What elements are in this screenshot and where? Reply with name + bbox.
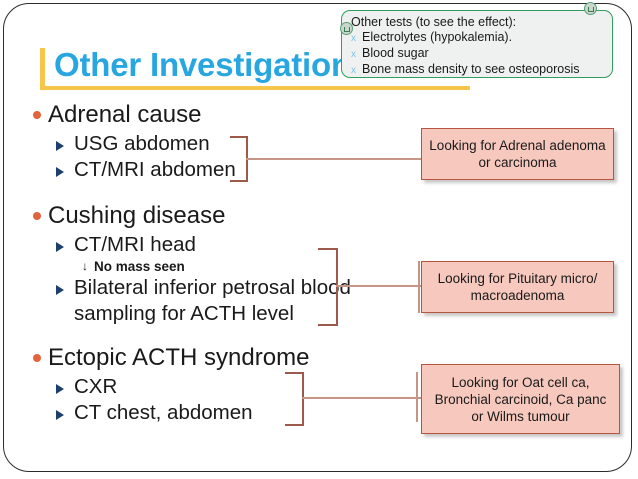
bracket-connector-pituitary	[318, 248, 422, 326]
bracket-end-bar	[416, 372, 418, 422]
callout-x-marker-icon: x	[351, 49, 356, 60]
callout-resize-handle-right-icon[interactable]	[584, 2, 597, 15]
title-accent-vertical	[40, 48, 45, 88]
annotation-box-ectopic: Looking for Oat cell ca, Bronchial carci…	[421, 364, 620, 434]
bracket-bottom-arm	[285, 424, 304, 426]
callout-resize-handle-left-icon[interactable]	[340, 22, 353, 35]
annotation-box-pituitary: Looking for Pituitary micro/ macroadenom…	[421, 261, 614, 313]
group-cushing: Cushing disease CT/MRI head ↓ No mass se…	[26, 201, 356, 327]
callout-item: x Blood sugar	[351, 46, 606, 62]
bracket-lead-line	[246, 158, 422, 161]
sub-note-label: No mass seen	[94, 259, 185, 274]
bracket-bottom-arm	[230, 180, 248, 182]
triangle-bullet-icon	[56, 131, 74, 151]
sub-note-row: ↓ No mass seen	[82, 258, 356, 275]
list-item-label: Bilateral inferior petrosal blood sampli…	[74, 276, 351, 325]
list-item-label: CT/MRI abdomen	[74, 158, 236, 181]
triangle-bullet-icon	[56, 157, 74, 177]
list-item: CT/MRI abdomen	[56, 157, 356, 183]
group-heading-row: Adrenal cause	[26, 100, 356, 130]
title-accent-horizontal	[40, 86, 470, 90]
bracket-connector-ectopic	[285, 372, 422, 426]
bracket-bottom-arm	[318, 324, 338, 326]
callout-item: x Bone mass density to see osteoporosis	[351, 62, 606, 78]
bullet-dot-icon	[26, 100, 48, 119]
list-item-label: CT/MRI head	[74, 233, 196, 256]
bracket-top-arm	[285, 372, 304, 374]
content-bullet-list: Adrenal cause USG abdomen CT/MRI abdomen…	[26, 100, 356, 426]
bracket-connector-adrenal	[230, 136, 422, 182]
group-adrenal: Adrenal cause USG abdomen CT/MRI abdomen	[26, 100, 356, 183]
list-item-label: CT chest, abdomen	[74, 401, 253, 424]
callout-heading: Other tests (to see the effect):	[351, 15, 517, 29]
bracket-lead-line	[302, 397, 422, 400]
callout-item-label: Blood sugar	[362, 46, 429, 60]
list-item: CT chest, abdomen	[56, 400, 356, 426]
bullet-dot-icon	[26, 343, 48, 362]
callout-item: x Electrolytes (hypokalemia).	[351, 30, 606, 46]
bracket-lead-line	[336, 285, 422, 288]
callout-x-marker-icon: x	[351, 33, 356, 44]
list-item: CT/MRI head	[56, 232, 356, 258]
group-heading-row: Cushing disease	[26, 201, 356, 231]
callout-item-label: Electrolytes (hypokalemia).	[362, 30, 513, 44]
bracket-top-arm	[318, 248, 338, 250]
list-item-label: CXR	[74, 375, 118, 398]
triangle-bullet-icon	[56, 232, 74, 252]
annotation-box-adrenal: Looking for Adrenal adenoma or carcinoma	[421, 128, 614, 180]
group-spacer	[26, 183, 356, 201]
list-item-label: USG abdomen	[74, 132, 210, 155]
group-heading-label: Cushing disease	[48, 202, 226, 229]
bullet-dot-icon	[26, 201, 48, 220]
list-item: USG abdomen	[56, 131, 356, 157]
callout-x-marker-icon: x	[351, 65, 356, 76]
list-item: CXR	[56, 374, 356, 400]
group-heading-label: Ectopic ACTH syndrome	[48, 344, 310, 371]
group-heading-row: Ectopic ACTH syndrome	[26, 343, 356, 373]
page-title: Other Investigations	[54, 46, 370, 83]
triangle-bullet-icon	[56, 400, 74, 420]
list-item: Bilateral inferior petrosal blood sampli…	[56, 275, 356, 327]
group-spacer	[26, 327, 356, 343]
other-tests-callout: Other tests (to see the effect): x Elect…	[341, 10, 613, 78]
group-ectopic: Ectopic ACTH syndrome CXR CT chest, abdo…	[26, 343, 356, 426]
down-arrow-icon: ↓	[82, 259, 88, 273]
bracket-top-arm	[230, 136, 248, 138]
group-heading-label: Adrenal cause	[48, 101, 202, 128]
bracket-end-bar	[418, 261, 420, 313]
slide-title-area: Other Investigations	[40, 46, 470, 92]
triangle-bullet-icon	[56, 374, 74, 394]
triangle-bullet-icon	[56, 275, 74, 295]
callout-item-label: Bone mass density to see osteoporosis	[362, 62, 580, 76]
